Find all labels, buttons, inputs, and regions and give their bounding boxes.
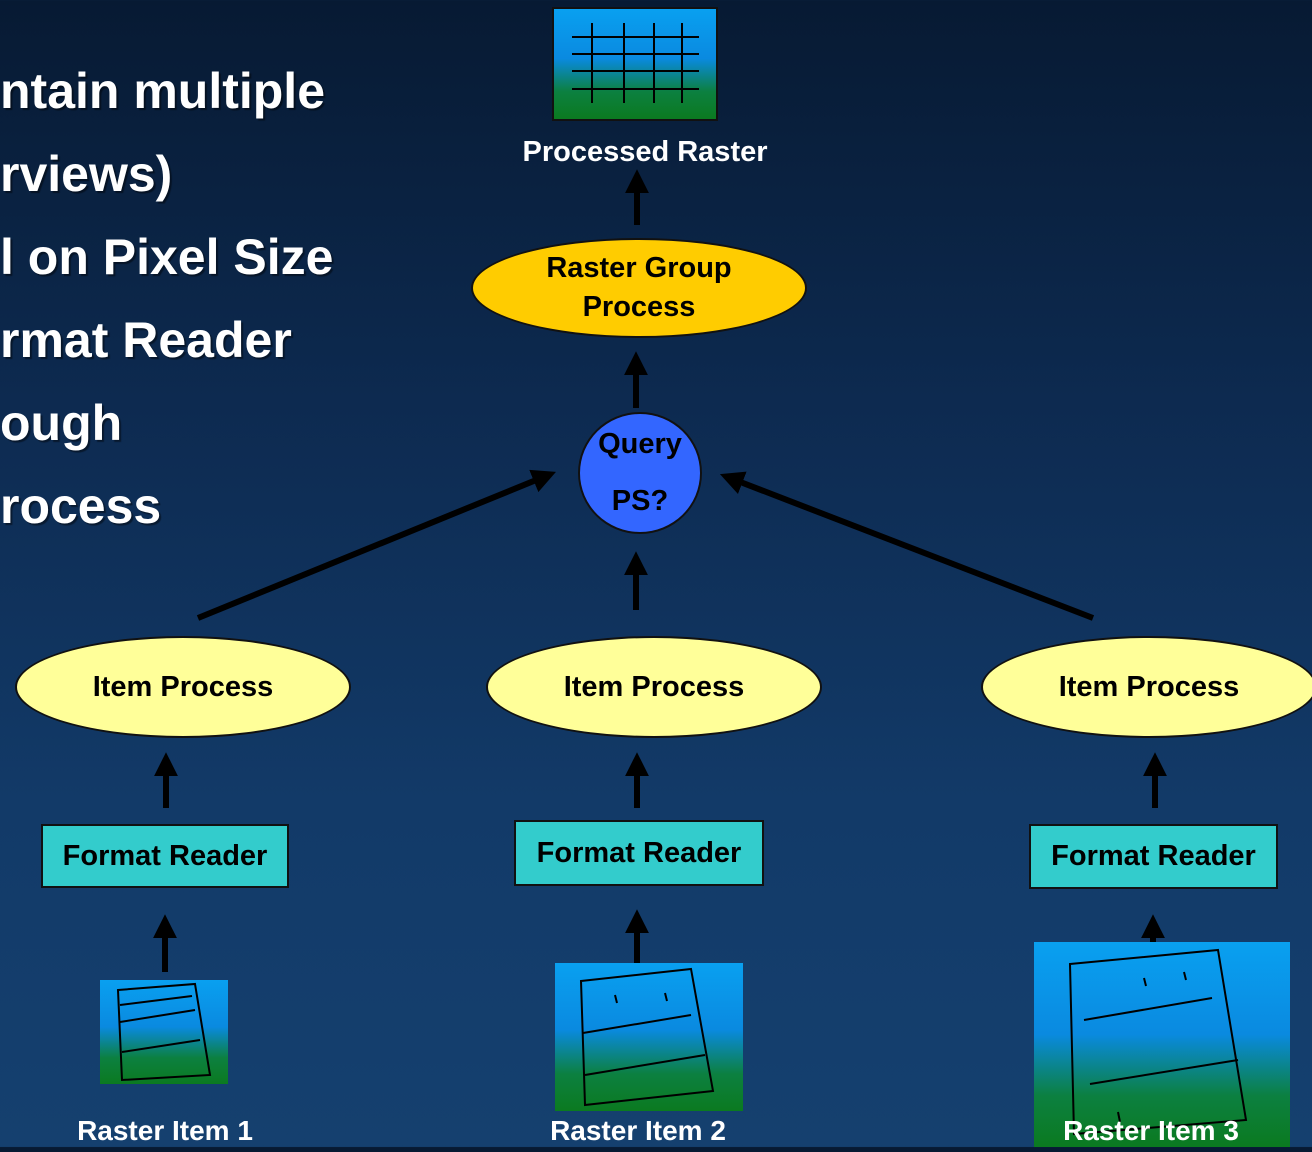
format-reader-2: Format Reader — [514, 820, 764, 886]
raster-group-process: Raster Group Process — [471, 238, 807, 338]
bullet-line-4: rmat Reader — [0, 312, 292, 368]
format-reader-1-label: Format Reader — [62, 839, 268, 872]
group-process-line1: Raster Group — [546, 252, 732, 284]
item-process-3-label: Item Process — [1058, 670, 1240, 703]
format-reader-2-label: Format Reader — [536, 836, 742, 869]
format-reader-3-label: Format Reader — [1051, 840, 1256, 872]
processed-raster-icon — [552, 7, 718, 121]
raster-item-3-label: Raster Item 3 — [1063, 1115, 1239, 1146]
bullet-line-1: ntain multiple — [0, 63, 325, 119]
raster-tiles-icon — [1068, 948, 1248, 1136]
group-process-line2: Process — [582, 291, 696, 323]
query-line2: PS? — [611, 485, 669, 517]
bullet-line-5: ough — [0, 395, 123, 451]
item-process-3: Item Process — [981, 636, 1312, 738]
raster-tiles-icon — [116, 982, 212, 1082]
query-line1: Query — [598, 428, 682, 460]
raster-item-1-icon — [100, 980, 228, 1084]
raster-item-1-label: Raster Item 1 — [77, 1115, 253, 1146]
bullet-line-6: rocess — [0, 478, 162, 534]
raster-tiles-icon — [579, 967, 715, 1107]
item-process-1: Item Process — [15, 636, 351, 738]
processed-raster-label: Processed Raster — [522, 136, 768, 168]
bullet-line-3: l on Pixel Size — [0, 229, 334, 285]
bullet-line-2: rviews) — [0, 146, 173, 202]
format-reader-3: Format Reader — [1029, 824, 1278, 889]
format-reader-1: Format Reader — [41, 824, 289, 888]
query-ps-node: Query PS? — [578, 412, 702, 534]
raster-item-2-label: Raster Item 2 — [550, 1115, 726, 1146]
item-process-2-label: Item Process — [563, 670, 745, 703]
arrow-item3-to-query — [719, 471, 1095, 621]
raster-grid-icon — [572, 23, 699, 103]
raster-item-2-icon — [555, 963, 743, 1111]
item-process-2: Item Process — [486, 636, 822, 738]
item-process-1-label: Item Process — [92, 670, 274, 703]
raster-item-3-icon — [1034, 942, 1290, 1147]
arrow-item1-to-query — [196, 469, 556, 621]
